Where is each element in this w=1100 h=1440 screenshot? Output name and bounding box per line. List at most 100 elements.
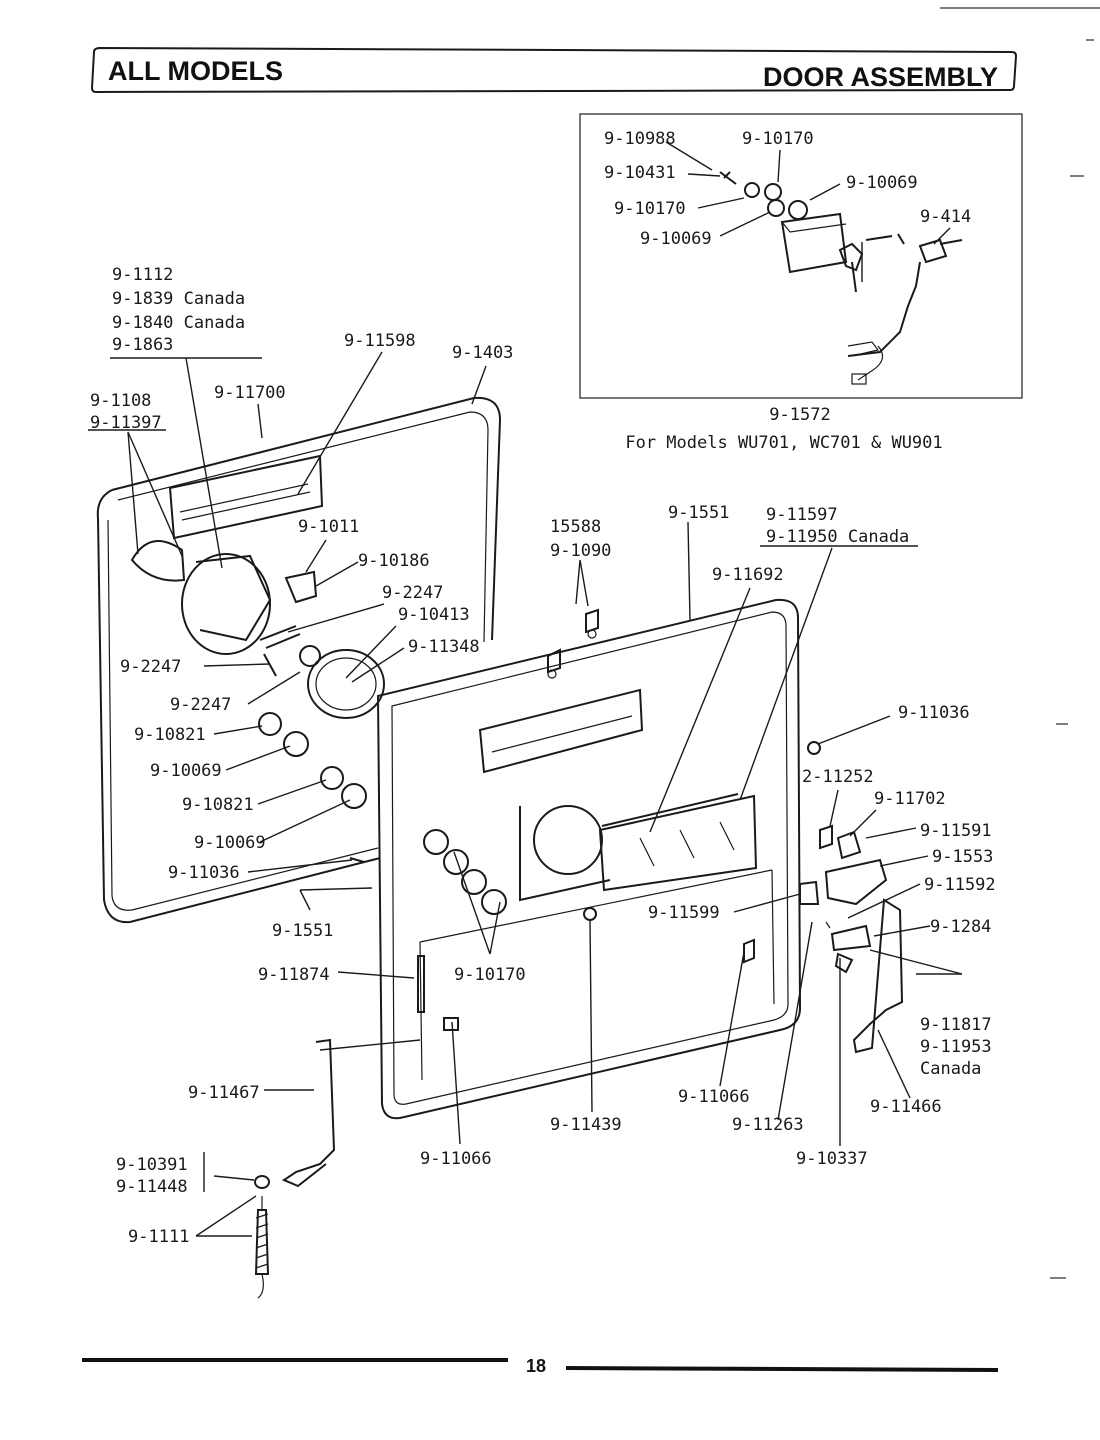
label-9-11692: 9-11692	[712, 565, 784, 585]
wire-lead	[857, 345, 884, 381]
label-canada: Canada	[920, 1059, 981, 1079]
margin-marks	[940, 7, 1100, 1279]
switch-housing	[780, 212, 848, 274]
label-15588: 15588	[550, 517, 601, 537]
label-9-11439: 9-11439	[550, 1115, 622, 1135]
latch-cover	[130, 540, 186, 582]
footer-rule-right	[565, 1366, 999, 1372]
spring	[259, 625, 301, 649]
label-9-11702: 9-11702	[874, 789, 946, 809]
label-9-11036: 9-11036	[168, 863, 240, 883]
label-9-11036: 9-11036	[898, 703, 970, 723]
inset-caption: For Models WU701, WC701 & WU901	[625, 433, 942, 453]
rinse-vent	[478, 688, 644, 774]
roller-11592	[799, 880, 820, 905]
label-9-11953: 9-11953	[920, 1037, 992, 1057]
hinge-11467	[281, 1038, 336, 1188]
label-9-10069: 9-10069	[640, 229, 712, 249]
label-9-10431: 9-10431	[604, 163, 676, 183]
label-9-1551: 9-1551	[272, 921, 333, 941]
label-9-10170: 9-10170	[742, 129, 814, 149]
bracket-small	[838, 242, 864, 272]
label-9-11466: 9-11466	[870, 1097, 942, 1117]
bracket-1011	[284, 570, 318, 604]
label-9-10821: 9-10821	[182, 795, 254, 815]
label-9-11598: 9-11598	[344, 331, 416, 351]
label-9-11700: 9-11700	[214, 383, 286, 403]
label-9-1111: 9-1111	[128, 1227, 189, 1247]
header: ALL MODELS DOOR ASSEMBLY	[90, 46, 1018, 94]
label-9-11066: 9-11066	[420, 1149, 492, 1169]
switch-rod	[847, 261, 921, 357]
header-left-title: ALL MODELS	[108, 56, 283, 86]
spring-1111	[254, 1209, 270, 1275]
label-9-11874: 9-11874	[258, 965, 330, 985]
knob-a	[258, 712, 282, 736]
page-number: 18	[526, 1356, 546, 1376]
left-hinge-group	[254, 1038, 336, 1299]
label-9-1863: 9-1863	[112, 335, 173, 355]
label-9-11599: 9-11599	[648, 903, 720, 923]
label-9-10170: 9-10170	[454, 965, 526, 985]
inset-box: 9-1572 For Models WU701, WC701 & WU901	[579, 113, 1023, 453]
knob-ring-a	[283, 731, 309, 757]
label-9-1551: 9-1551	[668, 503, 729, 523]
bumper	[349, 857, 365, 863]
seal-ring	[744, 182, 760, 198]
knob-ring-b	[341, 783, 367, 809]
label-9-11448: 9-11448	[116, 1177, 188, 1197]
dispenser-opening	[533, 805, 603, 875]
latch-striker	[417, 955, 425, 1013]
label-9-11592: 9-11592	[924, 875, 996, 895]
inset-frame	[579, 113, 1023, 399]
spring-1284	[830, 924, 872, 952]
label-9-11348: 9-11348	[408, 637, 480, 657]
hinge-11466	[852, 898, 904, 1054]
screw-11439	[583, 907, 597, 921]
label-9-2247: 9-2247	[120, 657, 181, 677]
label-9-10170: 9-10170	[614, 199, 686, 219]
label-9-1112: 9-1112	[112, 265, 173, 285]
label-9-414: 9-414	[920, 207, 971, 227]
dial-housing	[181, 553, 271, 655]
label-9-11066: 9-11066	[678, 1087, 750, 1107]
label-9-10413: 9-10413	[398, 605, 470, 625]
label-9-1090: 9-1090	[550, 541, 611, 561]
label-9-10069: 9-10069	[194, 833, 266, 853]
label-9-1108: 9-1108	[90, 391, 151, 411]
label-9-1403: 9-1403	[452, 343, 513, 363]
bushing	[254, 1175, 270, 1189]
label-9-10069: 9-10069	[150, 761, 222, 781]
detergent-dispenser	[598, 794, 758, 892]
label-9-2247: 9-2247	[170, 695, 231, 715]
header-frame	[90, 46, 1018, 94]
label-9-10069: 9-10069	[846, 173, 918, 193]
label-9-1011: 9-1011	[298, 517, 359, 537]
switch-lever	[918, 238, 948, 264]
label-9-10337: 9-10337	[796, 1149, 868, 1169]
label-9-11950: 9-11950 Canada	[766, 527, 909, 547]
label-9-10988: 9-10988	[604, 129, 676, 149]
vent-plate	[168, 454, 324, 540]
label-9-1839: 9-1839 Canada	[112, 289, 245, 309]
label-9-10186: 9-10186	[358, 551, 430, 571]
label-9-11591: 9-11591	[920, 821, 992, 841]
knob-b	[320, 766, 344, 790]
inset-part-number: 9-1572	[769, 405, 830, 425]
label-9-1553: 9-1553	[932, 847, 993, 867]
leader-lines	[88, 351, 963, 1237]
screw-15588	[547, 648, 561, 674]
header-right-title: DOOR ASSEMBLY	[763, 62, 998, 92]
label-2-11252: 2-11252	[802, 767, 874, 787]
label-9-11263: 9-11263	[732, 1115, 804, 1135]
label-9-11597: 9-11597	[766, 505, 838, 525]
label-9-11817: 9-11817	[920, 1015, 992, 1035]
label-9-11467: 9-11467	[188, 1083, 260, 1103]
screw-small	[719, 171, 737, 185]
label-9-11397: 9-11397	[90, 413, 162, 433]
right-hinge-group	[799, 741, 904, 1054]
label-9-10391: 9-10391	[116, 1155, 188, 1175]
round-cover	[307, 649, 385, 719]
inner-door-panel	[376, 598, 802, 1120]
